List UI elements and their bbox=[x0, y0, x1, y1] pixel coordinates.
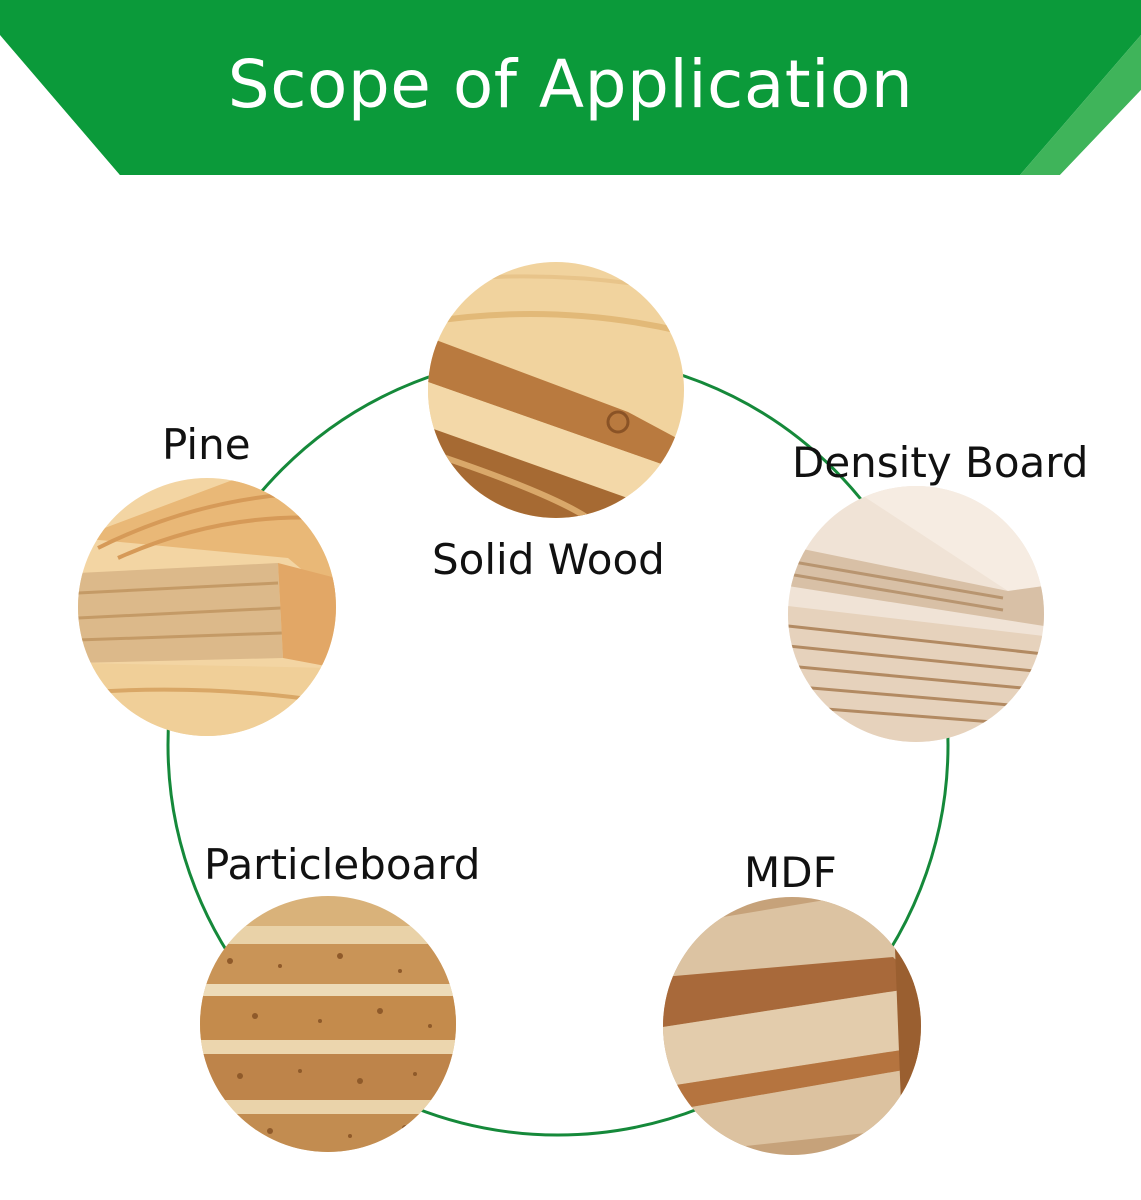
particleboard-label: Particleboard bbox=[204, 840, 481, 889]
mdf-label: MDF bbox=[744, 848, 837, 897]
header-banner bbox=[0, 0, 1141, 175]
particleboard-image bbox=[200, 896, 456, 1152]
density-board-image bbox=[788, 486, 1044, 742]
solid-wood-label: Solid Wood bbox=[432, 535, 665, 584]
pine-label: Pine bbox=[162, 420, 251, 469]
pine-image bbox=[78, 478, 336, 736]
page-title: Scope of Application bbox=[227, 46, 914, 123]
solid-wood-image bbox=[428, 262, 684, 518]
mdf-image bbox=[663, 897, 921, 1155]
density-board-label: Density Board bbox=[792, 438, 1089, 487]
